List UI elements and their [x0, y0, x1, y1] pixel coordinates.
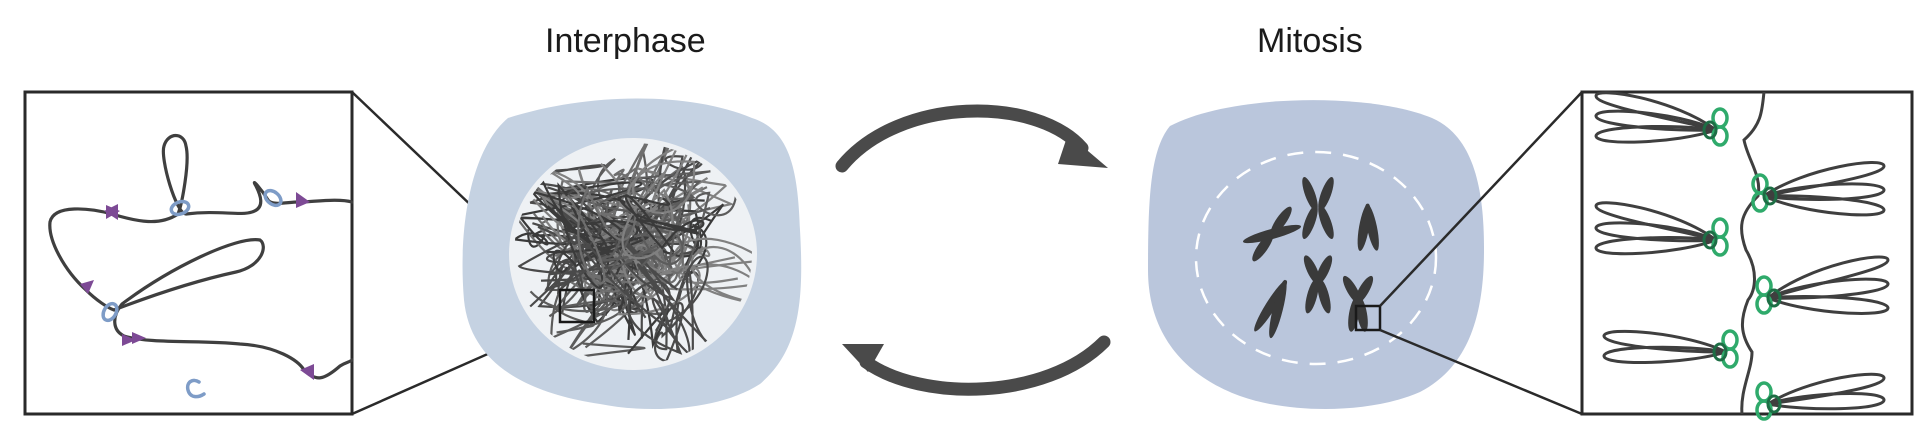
chromatin-loop	[1602, 345, 1727, 365]
mitosis-zoom-panel	[1580, 90, 1914, 421]
chromatin-loop	[1594, 91, 1717, 132]
mitosis-nuclear-envelope	[1194, 150, 1438, 366]
chromatin-loop	[1767, 372, 1886, 406]
cohesin-ring-icon	[101, 188, 283, 399]
chromatin-loop	[1594, 236, 1717, 256]
condensin-ring-icon	[1712, 342, 1728, 362]
chromatin-loop	[1602, 329, 1727, 354]
condensin-ring-icon	[1702, 120, 1718, 140]
mitosis-zoom-line-bottom	[1379, 328, 1583, 416]
mitosis-zoom-line-top	[1379, 91, 1583, 307]
interphase-zoom-region-box	[558, 288, 596, 324]
curved-arrow-icon	[835, 104, 1111, 396]
interphase-zoom-panel	[23, 90, 354, 416]
chromatin-strand	[643, 237, 752, 308]
mitotic-loop-array	[1594, 91, 1890, 421]
mitosis-zoom-region-box	[1354, 304, 1382, 332]
interphase-chromatin-fiber	[48, 133, 354, 380]
chromatin-loop	[1594, 201, 1717, 242]
chromatin-strand	[583, 170, 711, 260]
condensin-ring-icon	[1762, 186, 1778, 206]
interphase-chromatin-tangle	[514, 143, 752, 365]
chromatin-loop	[1594, 109, 1717, 132]
chromatin-strand	[606, 243, 701, 316]
chromatin-strand	[529, 250, 629, 334]
chromatin-strand	[546, 220, 649, 273]
chromatin-loop	[1763, 182, 1886, 202]
chromatin-loop	[1594, 221, 1717, 243]
interphase-title: Interphase	[545, 22, 706, 60]
chromatin-loop	[1767, 294, 1890, 315]
chromatin-loop	[1767, 391, 1886, 411]
mitosis-title: Mitosis	[1257, 22, 1363, 60]
interphase-zoom-box	[23, 90, 354, 416]
chromatin-loop	[1763, 194, 1886, 217]
chromatin-strand	[618, 194, 705, 253]
interphase-cell	[462, 98, 802, 410]
chromatin-strand	[627, 263, 713, 365]
condensin-ring-icon	[1766, 288, 1782, 308]
mitosis-cytoplasm	[1148, 100, 1484, 410]
mitotic-chromosomes	[1242, 176, 1379, 339]
chromatin-strand	[621, 143, 696, 260]
mitotic-axis-fiber	[1740, 91, 1766, 415]
ctcf-triangle-arrow-icon	[80, 192, 314, 380]
mitosis-cell	[1148, 100, 1484, 410]
chromatin-loop	[1594, 124, 1717, 144]
condensin-ring-icon	[1702, 230, 1718, 250]
condensin-ring-icon	[1766, 394, 1782, 414]
